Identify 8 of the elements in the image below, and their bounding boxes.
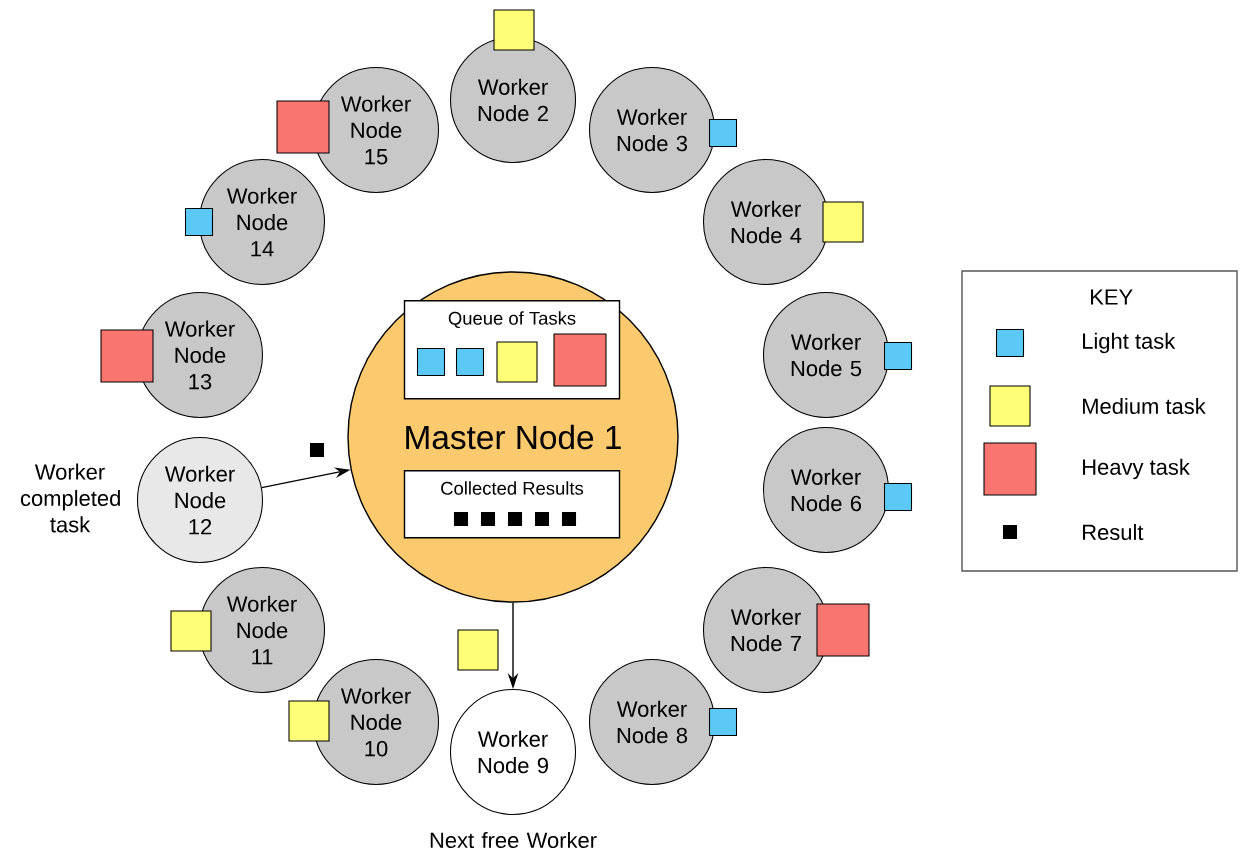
legend-label: Result: [1083, 523, 1144, 541]
legend-label: Heavy task: [1083, 458, 1190, 480]
node-caption: Worker completed task: [20, 463, 120, 533]
legend-title: KEY: [1091, 289, 1133, 305]
results-box: Collected Results: [403, 470, 621, 539]
legend-label: Medium task: [1083, 397, 1206, 415]
legend-label: Light task: [1083, 332, 1176, 354]
node-caption: Next free Worker: [430, 831, 597, 849]
